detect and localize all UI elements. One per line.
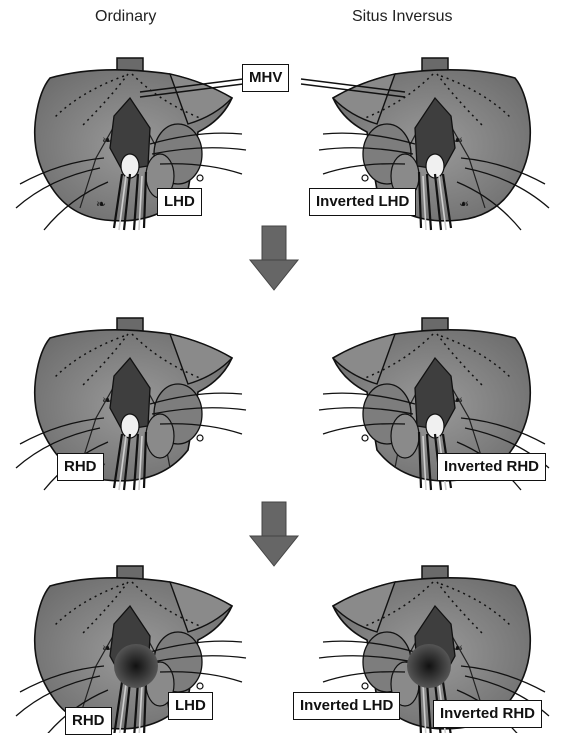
label-inverted-rhd-row2: Inverted RHD xyxy=(437,453,546,481)
down-arrow-1 xyxy=(250,226,298,290)
label-inverted-lhd-row1: Inverted LHD xyxy=(309,188,416,216)
label-rhd-row3: RHD xyxy=(65,707,112,735)
liver-ordinary-row1 xyxy=(16,58,246,230)
label-inverted-rhd-row3: Inverted RHD xyxy=(433,700,542,728)
label-inverted-lhd-row3: Inverted LHD xyxy=(293,692,400,720)
label-mhv: MHV xyxy=(242,64,289,92)
down-arrow-2 xyxy=(250,502,298,566)
label-lhd-row3: LHD xyxy=(168,692,213,720)
liver-ordinary-row2 xyxy=(16,318,246,490)
label-rhd-row2: RHD xyxy=(57,453,104,481)
label-lhd-row1: LHD xyxy=(157,188,202,216)
